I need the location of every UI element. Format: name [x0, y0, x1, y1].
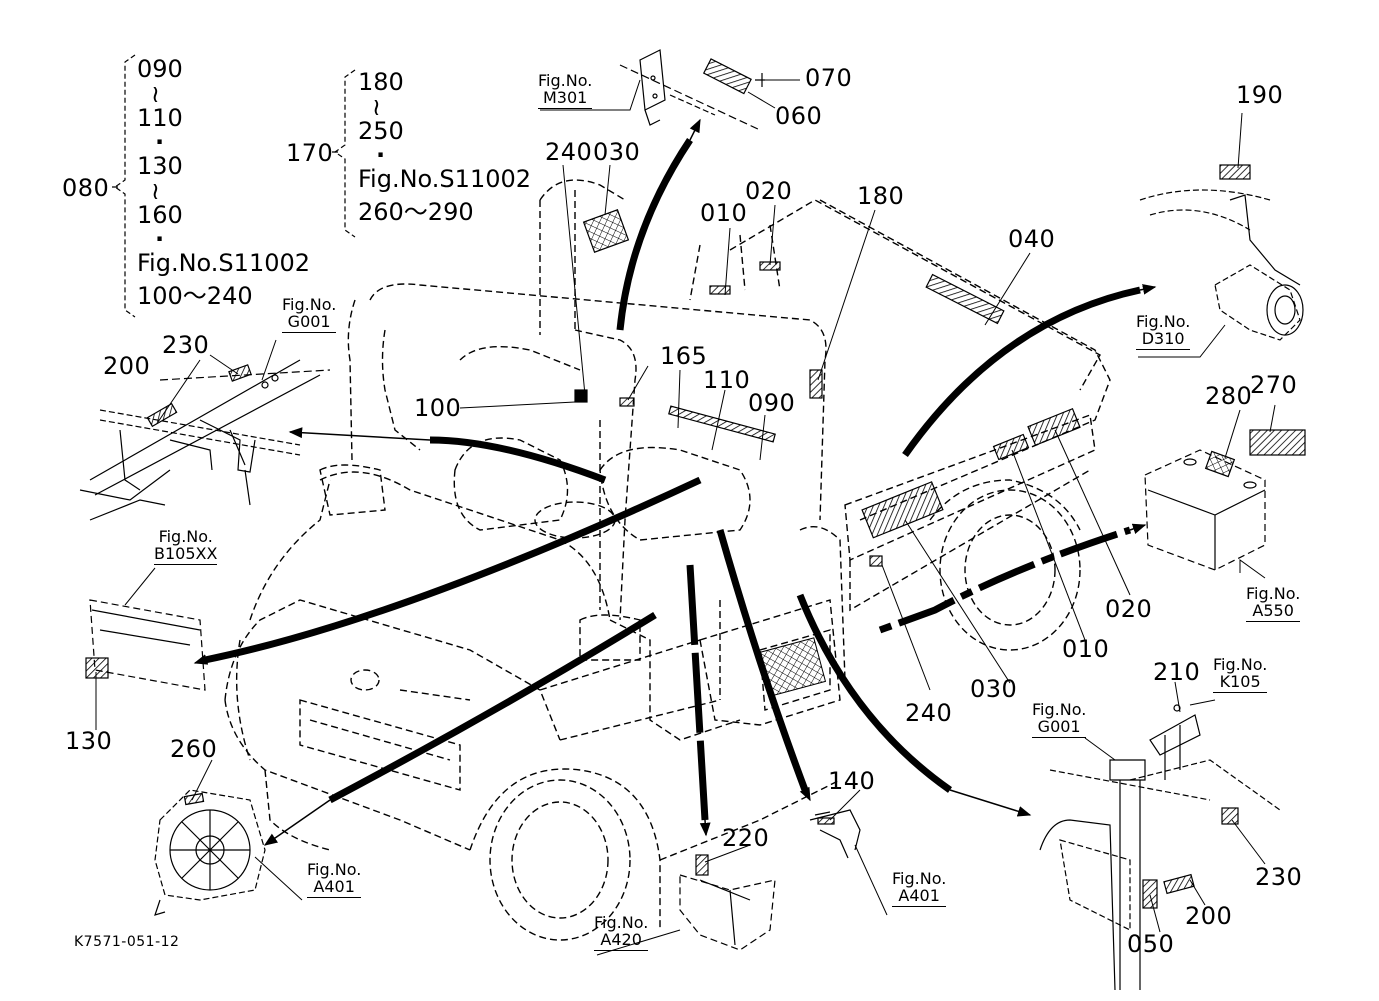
fig-ref-g001-bottom[interactable]: Fig.No. G001	[1032, 700, 1087, 738]
fig-ref-label: Fig.No.	[1246, 584, 1301, 603]
fig-ref-a401-right[interactable]: Fig.No. A401	[892, 869, 947, 907]
range-list-170: 180 ≀ 250 · Fig.No.S11002 260～290	[358, 66, 531, 228]
fig-ref-label: Fig.No.	[307, 860, 362, 879]
callout-220: 220	[722, 824, 770, 852]
reference-arrows	[204, 138, 1141, 821]
callout-200-left: 200	[103, 352, 151, 380]
vehicle-decals	[574, 209, 1081, 567]
range-item: 160	[137, 200, 183, 229]
callout-110-mid: 110	[703, 366, 751, 394]
panel-b105xx-detail	[85, 599, 206, 691]
bracket-a420-detail	[679, 854, 776, 951]
range-item: 130	[137, 152, 183, 180]
callout-170: 170	[286, 139, 334, 167]
fig-ref-number: G001	[282, 313, 337, 333]
fig-ref-number: A401	[307, 878, 362, 898]
callout-240-bottom: 240	[905, 699, 953, 727]
fig-ref-label: Fig.No.	[1136, 312, 1191, 331]
callout-080: 080	[62, 174, 110, 202]
callout-010-bottom: 010	[1062, 635, 1110, 663]
callout-210: 210	[1153, 658, 1201, 686]
range-item: ·	[155, 225, 165, 253]
fig-ref-label: Fig.No.	[594, 913, 649, 932]
lamp-d310-detail	[1139, 164, 1304, 341]
callout-260: 260	[170, 735, 218, 763]
range-item: 110	[137, 103, 183, 132]
range-list-080: 090 ≀ 110 · 130 ≀ 160 · Fig.No.S11002 10…	[137, 53, 310, 312]
fig-ref-a420[interactable]: Fig.No. A420	[594, 913, 649, 951]
range-item: 090	[137, 55, 183, 83]
callout-200-right: 200	[1185, 902, 1233, 930]
fig-ref-d310[interactable]: Fig.No. D310	[1136, 312, 1191, 350]
callout-270: 270	[1250, 371, 1298, 399]
callout-280: 280	[1205, 382, 1253, 410]
range-item: 100～240	[137, 281, 253, 310]
range-item: ·	[155, 128, 165, 156]
callout-030-bottom: 030	[970, 675, 1018, 703]
fig-ref-g001-top[interactable]: Fig.No. G001	[282, 295, 337, 333]
callout-230-right: 230	[1255, 863, 1303, 891]
callout-020-bottom: 020	[1105, 595, 1153, 623]
callout-070: 070	[805, 64, 853, 92]
callout-180: 180	[857, 182, 905, 210]
fig-ref-k105[interactable]: Fig.No. K105	[1213, 655, 1268, 693]
fig-ref-number: A401	[892, 887, 947, 907]
fig-ref-label: Fig.No.	[1032, 700, 1087, 719]
callout-040: 040	[1008, 225, 1056, 253]
fig-ref-number: M301	[538, 89, 593, 109]
fig-ref-a401-left[interactable]: Fig.No. A401	[307, 860, 362, 898]
callout-030-top: 030	[593, 138, 641, 166]
frame-k105-detail	[1039, 704, 1281, 991]
fig-ref-number: A550	[1246, 602, 1301, 622]
callout-100: 100	[414, 394, 462, 422]
range-item: Fig.No.S11002	[358, 165, 532, 193]
fig-ref-label: Fig.No.	[538, 71, 593, 90]
clip-140-detail	[809, 809, 861, 859]
callout-010-top: 010	[700, 199, 748, 227]
bracket-m301-detail	[619, 49, 765, 131]
callout-130: 130	[65, 727, 113, 755]
vehicle-outline	[224, 179, 1111, 941]
leader-lines	[95, 79, 1276, 956]
range-item: 250	[358, 116, 404, 145]
arrow-heads	[193, 118, 1157, 846]
shroud-a401-detail	[154, 789, 266, 916]
fig-ref-b105xx[interactable]: Fig.No. B105XX	[154, 527, 218, 565]
fig-ref-number: D310	[1136, 330, 1191, 350]
drawing-code: K7571-051-12	[74, 934, 180, 950]
callout-240-top: 240	[545, 138, 593, 166]
range-item: ≀	[151, 79, 160, 108]
range-item: 180	[358, 68, 404, 96]
callout-230-left: 230	[162, 331, 210, 359]
fig-ref-label: Fig.No.	[892, 869, 947, 888]
fig-ref-number: G001	[1032, 718, 1087, 738]
fig-ref-number: B105XX	[154, 544, 218, 565]
fig-ref-label: Fig.No.	[282, 295, 337, 314]
fig-ref-a550[interactable]: Fig.No. A550	[1246, 584, 1301, 622]
range-item: ≀	[151, 176, 160, 205]
range-item: ·	[376, 141, 386, 169]
callout-090-mid: 090	[748, 389, 796, 417]
battery-a550-detail	[1144, 429, 1306, 571]
frame-g001-detail	[79, 359, 331, 521]
callout-190: 190	[1236, 81, 1284, 109]
callout-140: 140	[828, 767, 876, 795]
range-item: 260～290	[358, 197, 474, 226]
fig-ref-number: K105	[1213, 673, 1268, 693]
callout-060: 060	[775, 102, 823, 130]
fig-ref-number: A420	[594, 931, 649, 951]
fig-ref-m301[interactable]: Fig.No. M301	[538, 71, 593, 109]
callout-165: 165	[660, 342, 708, 370]
callout-050: 050	[1127, 930, 1175, 958]
fig-ref-label: Fig.No.	[1213, 655, 1268, 674]
range-item: ≀	[372, 92, 381, 121]
range-item: Fig.No.S11002	[137, 249, 311, 277]
callout-020-top: 020	[745, 177, 793, 205]
fig-ref-label: Fig.No.	[158, 527, 213, 546]
